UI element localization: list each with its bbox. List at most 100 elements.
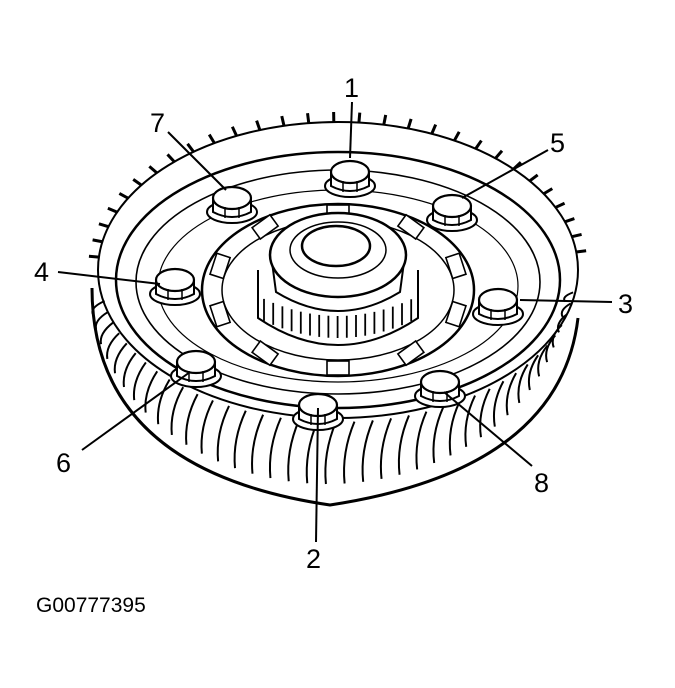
leader-5 [461, 149, 549, 199]
helical-tooth [200, 399, 214, 454]
gear-tooth [564, 217, 575, 224]
bolt-head-top [329, 159, 371, 185]
leader-4 [57, 271, 161, 285]
callout-labels: 1 2 3 4 5 6 7 8 [34, 73, 633, 574]
differential-case [200, 202, 476, 378]
gear-tooth [118, 192, 129, 200]
helical-tooth [397, 415, 410, 475]
case-window [396, 213, 426, 241]
figure-id: G00777395 [36, 594, 146, 617]
bolt [426, 193, 478, 232]
helical-tooth [343, 421, 356, 484]
leader-6 [81, 371, 191, 451]
helical-tooth [156, 379, 171, 425]
helical-tooth [132, 361, 147, 401]
helical-tooth [505, 372, 517, 416]
gear-tooth [554, 201, 566, 209]
case-window [444, 252, 467, 280]
helical-tooth [216, 405, 230, 462]
bolt [149, 267, 201, 306]
helical-tooth [479, 388, 491, 438]
helical-tooth [517, 363, 529, 404]
callout-7: 7 [150, 108, 165, 138]
leader-2 [315, 407, 319, 543]
helical-tooth [545, 334, 556, 363]
helical-tooth [287, 419, 300, 482]
gear-tooth [88, 254, 100, 259]
helical-tooth [448, 401, 461, 456]
helical-tooth [113, 342, 128, 374]
gear-tooth [494, 149, 504, 160]
helical-tooth [233, 410, 247, 469]
gear-tooth [132, 178, 143, 187]
helical-tooth [94, 311, 109, 330]
gear-tooth [430, 123, 438, 135]
bolt [206, 185, 258, 224]
leader-7 [167, 131, 227, 191]
bolt-head-top [154, 267, 196, 293]
callout-8: 8 [534, 468, 549, 498]
helical-tooth [99, 321, 114, 345]
helical-tooth [464, 395, 476, 447]
gear-tooth [148, 165, 158, 175]
gear-tooth [207, 133, 216, 144]
case-window [250, 339, 280, 367]
bolt [472, 287, 524, 326]
helical-tooth [492, 380, 505, 427]
helical-tooth [251, 414, 265, 474]
case-window [209, 252, 232, 280]
helical-tooth [432, 406, 445, 464]
bolt [324, 159, 376, 198]
helical-tooth [122, 352, 137, 388]
ring-gear-illustration [88, 111, 587, 507]
bolt-head-top [175, 349, 217, 375]
callout-5: 5 [550, 128, 565, 158]
helical-tooth [185, 393, 199, 445]
bolt [414, 369, 466, 408]
callout-1: 1 [344, 73, 359, 103]
case-bore [300, 224, 372, 268]
helical-tooth [415, 411, 428, 470]
helical-tooth [268, 417, 282, 479]
bolt-head-top [419, 369, 461, 395]
gear-tooth [186, 142, 195, 153]
case-window [396, 339, 426, 367]
helical-tooth [106, 332, 120, 360]
gear-tooth [107, 206, 118, 214]
gear-tooth [576, 249, 587, 254]
case-window [326, 360, 350, 376]
gear-body-lower [90, 287, 580, 507]
gear-tooth [406, 118, 413, 129]
helical-tooth [537, 344, 549, 377]
helical-tooth [324, 421, 337, 485]
leader-lines [57, 101, 613, 543]
gear-tooth [474, 139, 483, 150]
gear-tooth [280, 115, 286, 127]
gear-tooth [453, 131, 461, 142]
helical-tooth [379, 417, 393, 479]
bolt-head-top [211, 185, 253, 211]
gear-tooth [306, 112, 311, 124]
bolt-head-top [431, 193, 473, 219]
bolt [170, 349, 222, 388]
helical-tooth [144, 370, 159, 413]
leader-8 [443, 391, 533, 467]
gear-tooth [255, 120, 262, 131]
gear-tooth [230, 126, 238, 137]
leader-3 [519, 299, 613, 303]
helical-tooth [91, 300, 106, 314]
case-window [209, 300, 232, 328]
gear-tooth [528, 173, 539, 183]
callout-6: 6 [56, 448, 71, 478]
gear-tooth [542, 187, 554, 196]
case-windows [209, 204, 467, 376]
helical-tooth [556, 313, 568, 333]
callout-3: 3 [618, 289, 633, 319]
gear-tooth [571, 232, 582, 239]
helical-tooth [527, 354, 539, 391]
helical-tooth [170, 386, 185, 436]
gear-tooth [382, 114, 388, 126]
gear-tooth [98, 222, 109, 229]
bolt-head-top [477, 287, 519, 313]
